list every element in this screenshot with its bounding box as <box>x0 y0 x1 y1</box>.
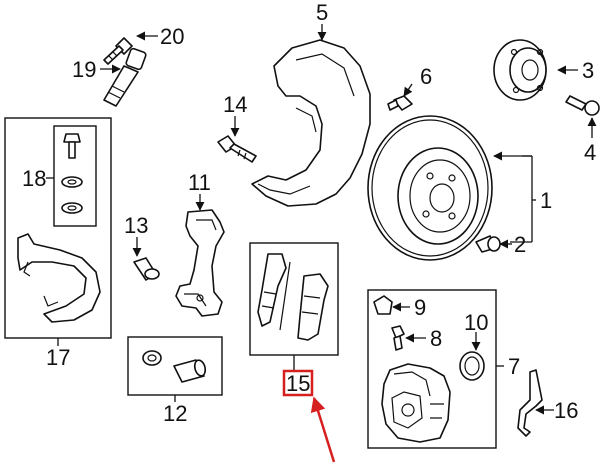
caliper-7-part <box>381 363 451 443</box>
callout-7-label: 7 <box>508 354 520 379</box>
callout-20-label: 20 <box>160 24 184 49</box>
box-7 <box>367 289 497 449</box>
callout-9-label: 9 <box>414 295 426 320</box>
callout-17-label: 17 <box>46 345 70 370</box>
bushings-12-part <box>142 350 207 383</box>
callout-3-label: 3 <box>582 58 594 83</box>
bolt-14-part <box>217 135 257 163</box>
callout-6-label: 6 <box>420 64 432 89</box>
callout-1-label: 1 <box>540 188 552 213</box>
bolt-19-part <box>103 47 147 107</box>
bolt-20-part <box>103 37 133 65</box>
kit-18-part <box>61 133 83 214</box>
callout-4-label: 4 <box>584 140 596 165</box>
callout-8-label: 8 <box>430 326 442 351</box>
callout-12-label: 12 <box>163 401 187 426</box>
callout-2-label: 2 <box>514 232 526 257</box>
bolt-6-part <box>387 95 413 111</box>
callout-5-label: 5 <box>316 0 328 25</box>
spring-16-part <box>517 369 543 437</box>
callout-11-label: 11 <box>188 170 211 195</box>
box-17 <box>4 117 112 339</box>
hub-3-part <box>493 39 547 101</box>
box-18 <box>53 125 97 227</box>
shield-5-part <box>251 39 371 207</box>
callout-14-label: 14 <box>223 92 247 117</box>
bolt-4-part <box>565 95 600 116</box>
bracket-11-part <box>175 209 225 317</box>
rotor-1-part <box>367 115 493 261</box>
callout-15-arrow <box>310 396 336 463</box>
callout-18-label: 18 <box>22 166 46 191</box>
screw-2-part <box>475 235 501 253</box>
cap-9-part <box>373 295 393 315</box>
pads-15-part <box>257 253 329 341</box>
callout-15-label: 15 <box>286 371 310 396</box>
callout-10-label: 10 <box>464 310 488 335</box>
bleeder-8-part <box>391 325 405 351</box>
pin-13-part <box>133 257 160 281</box>
clip-17-part <box>17 233 101 323</box>
callout-13-label: 13 <box>124 213 148 238</box>
callout-16-label: 16 <box>554 398 578 423</box>
seal-10-part <box>459 351 485 381</box>
callout-19-label: 19 <box>72 57 96 82</box>
callout-15-highlight <box>282 369 314 397</box>
